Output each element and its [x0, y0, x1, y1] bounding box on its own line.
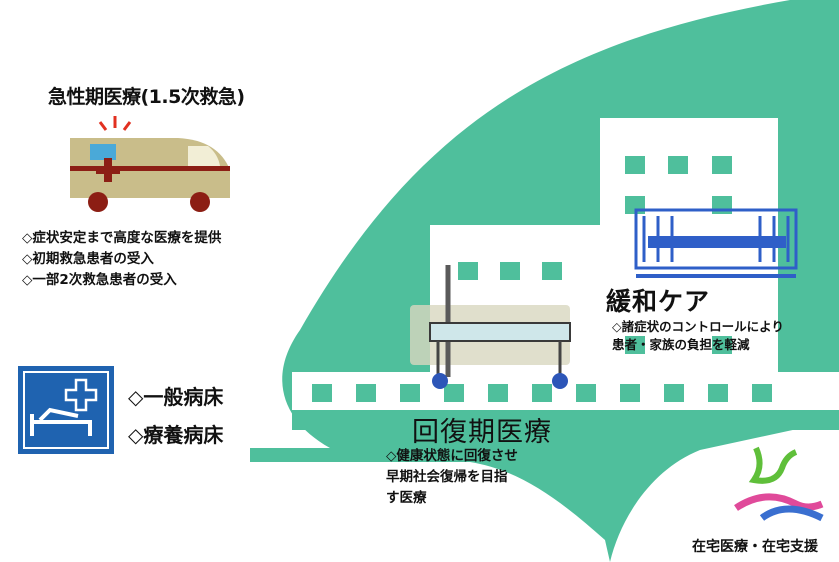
building-window — [625, 336, 645, 354]
palliative-care-title: 緩和ケア — [606, 287, 711, 316]
building-window — [532, 384, 552, 402]
acute-care-item: ◇症状安定まで高度な医療を提供 — [22, 230, 222, 246]
palliative-desc-line: 患者・家族の負担を軽減 — [612, 337, 750, 352]
building-window — [444, 384, 464, 402]
building-window — [576, 384, 596, 402]
acute-care-item: ◇一部2次救急患者の受入 — [22, 272, 177, 288]
building-window — [620, 384, 640, 402]
building-window — [488, 384, 508, 402]
palliative-desc-line: ◇諸症状のコントロールにより — [612, 319, 784, 334]
building-window — [400, 384, 420, 402]
building-window — [712, 336, 732, 354]
acute-care-list: ◇症状安定まで高度な医療を提供 ◇初期救急患者の受入 ◇一部2次救急患者の受入 — [22, 228, 221, 291]
building-windows — [312, 156, 772, 402]
building-window — [542, 262, 562, 280]
building-window — [752, 384, 772, 402]
recovery-care-title: 回復期医療 — [412, 417, 552, 448]
building-window — [708, 384, 728, 402]
bed-type-long-term: ◇療養病床 — [128, 423, 224, 447]
care-bed-icon — [634, 208, 798, 278]
helping-hands-icon — [734, 446, 824, 522]
building-window — [458, 262, 478, 280]
building-base-stripe — [292, 410, 839, 430]
acute-care-title: 急性期医療(1.5次救急) — [48, 86, 245, 108]
building-window — [664, 384, 684, 402]
home-care-title: 在宅医療・在宅支援 — [692, 539, 818, 555]
hospital-bed-sign-icon — [18, 366, 114, 454]
building-window — [500, 262, 520, 280]
building-window — [712, 156, 732, 174]
building-window — [312, 384, 332, 402]
ambulance-icon — [70, 116, 230, 212]
bed-type-general: ◇一般病床 — [128, 385, 224, 409]
building-window — [356, 384, 376, 402]
stretcher-icon — [410, 265, 571, 389]
recovery-care-description: ◇健康状態に回復させ 早期社会復帰を目指 す医療 — [386, 446, 518, 509]
palliative-care-description: ◇諸症状のコントロールにより 患者・家族の負担を軽減 — [612, 318, 784, 354]
bed-types-list: ◇一般病床 ◇療養病床 — [128, 378, 223, 454]
recovery-desc-line: ◇健康状態に回復させ — [386, 448, 518, 464]
building-window — [625, 156, 645, 174]
building-window — [668, 156, 688, 174]
acute-care-item: ◇初期救急患者の受入 — [22, 251, 154, 267]
recovery-desc-line: す医療 — [386, 490, 427, 506]
recovery-desc-line: 早期社会復帰を目指 — [386, 469, 508, 485]
